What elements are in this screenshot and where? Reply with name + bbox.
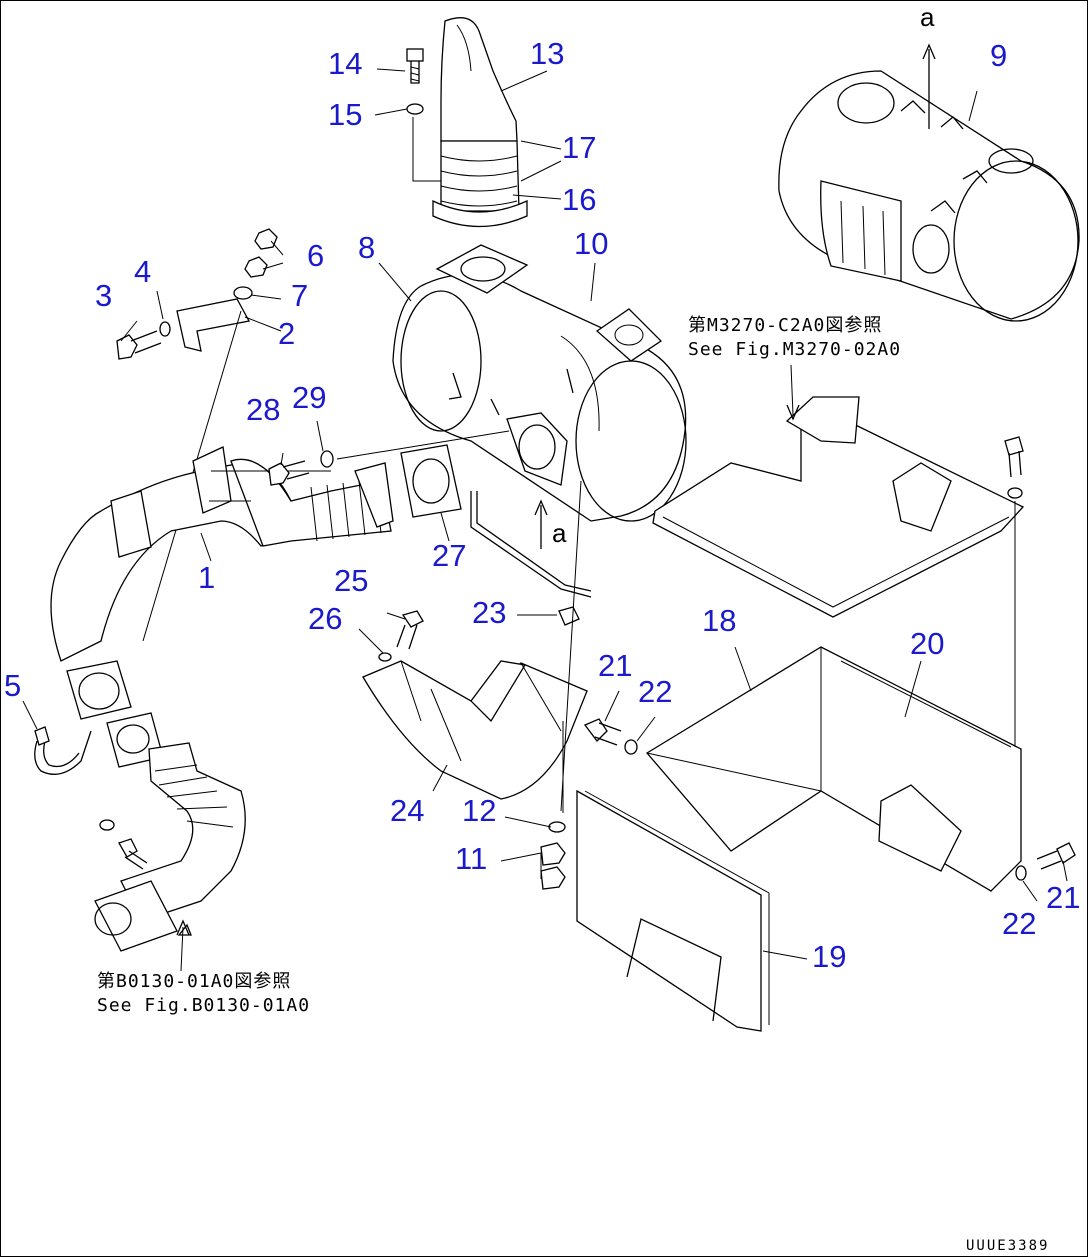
callout-part-17: 17 [562, 130, 597, 165]
callout-part-13: 13 [530, 36, 565, 71]
drawing-code: UUUE3389 [966, 1238, 1050, 1254]
upper-deck-plate [652, 396, 1025, 747]
stack-bolt [406, 48, 441, 182]
view-mark-a-top: a [920, 2, 935, 32]
callout-part-7: 7 [291, 278, 309, 313]
reference-m3270-jp: 第M3270-C2A0図参照 [688, 315, 883, 336]
callout-part-16: 16 [562, 182, 597, 217]
callout-part-28: 28 [246, 392, 281, 427]
callout-part-20: 20 [910, 626, 945, 661]
callout-part-26: 26 [308, 601, 343, 636]
callout-part-21-left: 21 [598, 648, 633, 683]
callout-part-8: 8 [358, 230, 376, 265]
cover-plate [576, 789, 770, 1032]
callout-part-23: 23 [472, 595, 507, 630]
callout-part-29: 29 [292, 380, 327, 415]
view-mark-a-middle: a [552, 518, 567, 548]
exhaust-stack-pipe [432, 17, 528, 228]
callout-part-3: 3 [95, 278, 113, 313]
callout-part-9: 9 [990, 38, 1008, 73]
callout-part-10: 10 [574, 226, 609, 261]
callout-part-4: 4 [134, 254, 152, 289]
callout-part-25: 25 [334, 563, 369, 598]
callout-part-2: 2 [278, 316, 296, 351]
flange-gasket [400, 444, 462, 518]
pipe-cover [362, 610, 588, 800]
callout-part-15: 15 [328, 97, 363, 132]
callout-part-21-right: 21 [1046, 880, 1081, 915]
view-arrows [534, 43, 936, 549]
callout-part-18: 18 [702, 603, 737, 638]
tube-clamp [470, 491, 592, 626]
lower-bellows-pipe [94, 712, 246, 952]
reference-b0130-jp: 第B0130-01A0図参照 [97, 971, 292, 992]
leader-lines [22, 68, 1068, 972]
callout-part-5: 5 [4, 668, 22, 703]
muffler-view-a [778, 70, 1080, 322]
callout-part-24: 24 [390, 793, 425, 828]
callout-part-11: 11 [455, 841, 488, 876]
callout-part-1: 1 [198, 560, 216, 595]
callout-part-19: 19 [812, 939, 847, 974]
reference-b0130-en: See Fig.B0130-01A0 [97, 995, 311, 1016]
muffler-nuts [540, 480, 582, 890]
muffler-drum [392, 244, 687, 522]
callout-part-6: 6 [307, 238, 325, 273]
callout-part-27: 27 [432, 538, 467, 573]
sensor-wire [34, 726, 92, 775]
support-frame [583, 646, 1076, 892]
callout-part-12: 12 [462, 793, 497, 828]
callout-part-14: 14 [328, 46, 363, 81]
callout-part-22-right: 22 [1002, 906, 1037, 941]
callout-part-22-left: 22 [638, 674, 673, 709]
mounting-bracket [116, 228, 278, 642]
pipe-bolt [268, 430, 510, 486]
reference-m3270-en: See Fig.M3270-02A0 [688, 339, 902, 360]
